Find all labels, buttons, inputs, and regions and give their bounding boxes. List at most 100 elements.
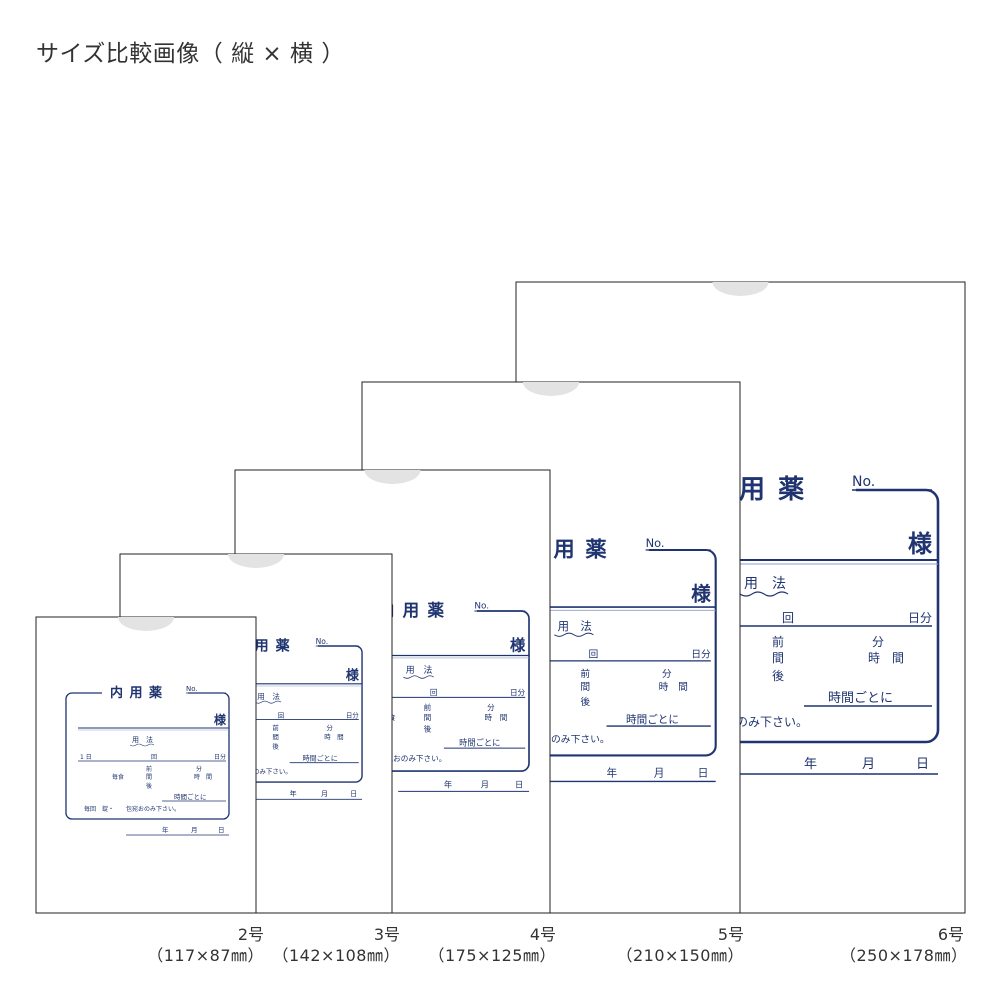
- label-fun: 分: [326, 723, 333, 732]
- label-sama: 様: [908, 530, 933, 558]
- label-kai: 回: [430, 688, 438, 697]
- label-mae: 前: [424, 702, 432, 712]
- label-jikangotoni: 時間ごとに: [174, 792, 207, 801]
- label-ato: 後: [772, 669, 784, 683]
- caption-size-6: 6号 （250×178㎜）: [840, 925, 968, 965]
- label-no: No.: [316, 637, 329, 646]
- label-kai: 回: [782, 611, 794, 625]
- label-fun: 分: [662, 668, 672, 680]
- label-sama: 様: [214, 712, 227, 727]
- heading-bg: [256, 637, 318, 653]
- label-ato: 後: [272, 742, 279, 751]
- caption-size-2: 2号 （117×87㎜）: [130, 927, 264, 964]
- youhou-wave: [129, 743, 155, 747]
- caption-size-5-number: 5号: [717, 925, 744, 944]
- label-aida: 間: [424, 713, 432, 722]
- label-no: No.: [852, 474, 875, 490]
- label-hi: 日: [698, 768, 709, 780]
- youhou-wave: [740, 591, 789, 597]
- label-jikangotoni: 時間ごとに: [626, 713, 679, 726]
- bag-notch: [712, 282, 769, 297]
- label-jikan: 時 間: [485, 713, 508, 722]
- label-mae: 前: [146, 765, 152, 773]
- bag-notch: [228, 554, 284, 568]
- label-hi: 日: [515, 780, 523, 790]
- label-footer: 宛おのみ下さい。: [240, 766, 292, 775]
- label-tsuki: 月: [321, 789, 328, 798]
- label-footer: 毎回 錠・ 包宛おのみ下さい。: [84, 805, 180, 813]
- label-fun: 分: [196, 765, 202, 773]
- label-ato: 後: [424, 724, 432, 734]
- label-ato: 後: [580, 695, 590, 708]
- label-nen: 年: [606, 767, 617, 780]
- label-aida: 間: [272, 733, 278, 741]
- label-heading: 内 用 薬: [110, 685, 163, 701]
- label-day1: 1 日: [80, 754, 92, 761]
- label-heading: 内 用 薬: [234, 637, 291, 654]
- label-tsuki: 月: [481, 780, 489, 790]
- label-tsuki: 月: [862, 757, 875, 772]
- label-no: No.: [186, 685, 198, 693]
- label-mae: 前: [580, 667, 590, 680]
- label-no: No.: [646, 536, 665, 550]
- label-sama: 様: [510, 636, 526, 654]
- label-no: No.: [474, 601, 489, 611]
- label-jikangotoni: 時間ごとに: [828, 690, 893, 706]
- label-youhou: 用 法: [744, 576, 786, 592]
- label-nichibun: 日分: [346, 710, 359, 719]
- caption-size-2-number: 2号: [237, 925, 264, 944]
- label-footer: 宛おのみ下さい。: [712, 714, 808, 729]
- label-shoku: 毎食: [112, 773, 124, 781]
- label-sama: 様: [691, 583, 711, 606]
- bag-notch: [523, 382, 579, 396]
- heading-bg: [392, 600, 477, 619]
- caption-size-5-dims: （210×150㎜）: [616, 946, 744, 965]
- label-kai: 回: [589, 649, 599, 661]
- label-hi: 日: [916, 757, 929, 772]
- label-youhou: 用 法: [132, 735, 153, 744]
- caption-size-3: 3号 （142×108㎜）: [264, 925, 401, 964]
- bag-outline: [35, 616, 257, 914]
- caption-size-6-dims: （250×178㎜）: [840, 946, 968, 965]
- label-aida: 間: [772, 651, 784, 665]
- caption-size-2-dims: （117×87㎜）: [147, 946, 264, 965]
- label-jikan: 時 間: [868, 651, 904, 665]
- label-tsuki: 月: [191, 826, 198, 834]
- label-ato: 後: [146, 782, 152, 790]
- label-kai: 回: [151, 754, 157, 761]
- youhou-wave: [403, 675, 434, 679]
- heading-bg: [102, 685, 188, 699]
- caption-size-6-number: 6号: [937, 925, 964, 944]
- heading-bg: [550, 536, 649, 560]
- label-hi: 日: [350, 789, 357, 798]
- label-jikangotoni: 時間ごとに: [459, 738, 500, 748]
- label-fun: 分: [872, 635, 884, 649]
- label-footer: 宛おのみ下さい。: [386, 753, 447, 763]
- label-sama: 様: [346, 667, 360, 683]
- label-nen: 年: [290, 789, 297, 798]
- label-shoku: 毎食: [380, 712, 396, 722]
- label-kai: 回: [278, 711, 284, 719]
- youhou-wave: [256, 700, 282, 704]
- label-nichibun: 日分: [691, 649, 711, 661]
- heading-bg: [740, 474, 856, 502]
- bag-notch: [118, 617, 174, 631]
- label-youhou: 用 法: [406, 664, 433, 676]
- label-youhou: 用 法: [558, 619, 592, 633]
- bag-notch: [364, 470, 421, 485]
- caption-size-3-number: 3号: [373, 925, 400, 944]
- label-nichibun: 日分: [908, 611, 932, 625]
- label-fun: 分: [487, 703, 495, 712]
- label-jikangotoni: 時間ごとに: [303, 753, 338, 762]
- caption-size-4: 4号 （175×125㎜）: [420, 927, 557, 964]
